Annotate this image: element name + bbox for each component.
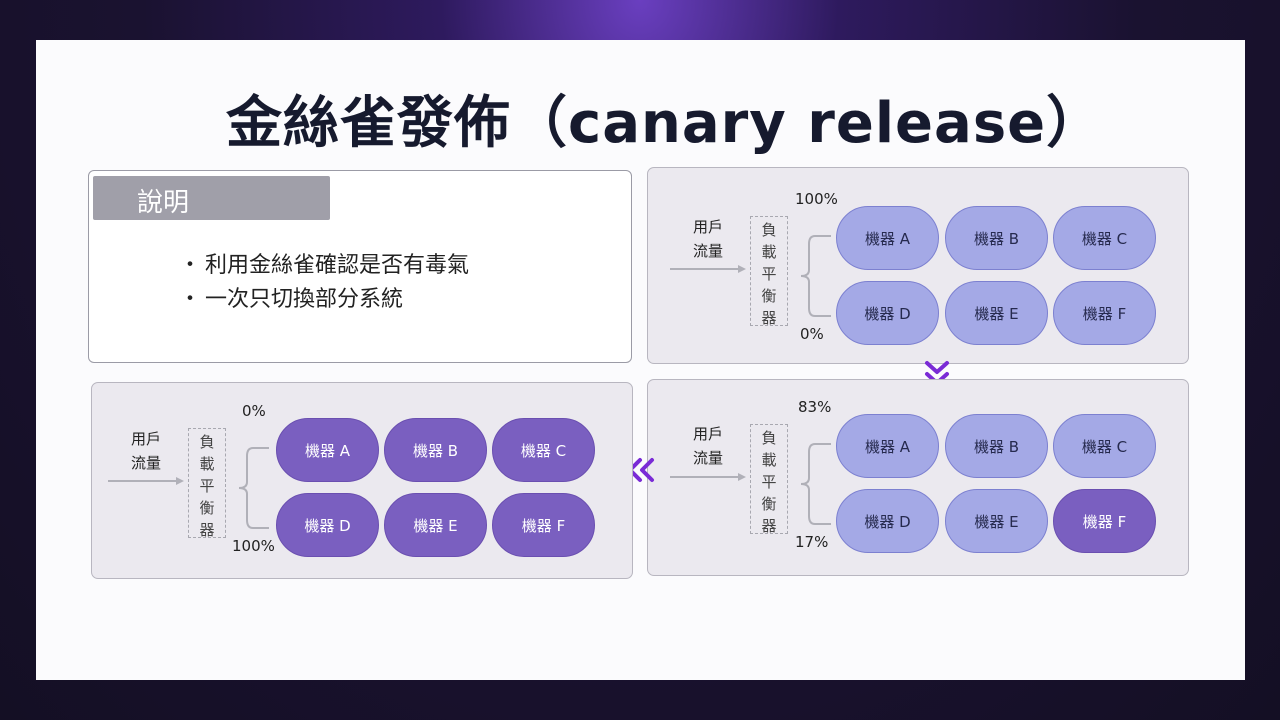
user-label-line2: 流量 bbox=[692, 449, 723, 467]
load-balancer: 負 載 平 衡 器 bbox=[188, 428, 226, 539]
machine: 機器 C bbox=[492, 418, 595, 482]
bullet-item: 一次只切換部分系統 bbox=[179, 283, 469, 317]
description-box: 說明 利用金絲雀確認是否有毒氣 一次只切換部分系統 bbox=[88, 170, 632, 363]
split-brace-icon bbox=[238, 447, 269, 529]
machine: 機器 C bbox=[1053, 414, 1156, 478]
user-traffic-label: 用戶 流量 bbox=[688, 215, 728, 263]
user-traffic-label: 用戶 流量 bbox=[126, 427, 166, 475]
lb-char: 負 bbox=[761, 221, 777, 239]
user-label-line2: 流量 bbox=[692, 242, 723, 260]
top-percentage: 0% bbox=[242, 402, 266, 420]
lb-char: 載 bbox=[761, 243, 777, 261]
machine: 機器 D bbox=[276, 493, 379, 557]
lb-char: 載 bbox=[199, 455, 215, 473]
slide-title: 金絲雀發佈（canary release） bbox=[226, 91, 1104, 156]
lb-char: 器 bbox=[199, 521, 215, 539]
machine: 機器 A bbox=[836, 414, 939, 478]
user-traffic-label: 用戶 流量 bbox=[688, 422, 728, 470]
machine: 機器 A bbox=[276, 418, 379, 482]
top-percentage: 83% bbox=[798, 398, 832, 416]
lb-char: 載 bbox=[761, 451, 777, 469]
description-header: 說明 bbox=[93, 176, 330, 220]
lb-char: 負 bbox=[199, 433, 215, 451]
bottom-percentage: 17% bbox=[795, 533, 829, 551]
machine: 機器 D bbox=[836, 281, 939, 345]
bullet-item: 利用金絲雀確認是否有毒氣 bbox=[179, 249, 469, 283]
machine: 機器 E bbox=[384, 493, 487, 557]
user-label-line1: 用戶 bbox=[692, 425, 723, 443]
description-bullets: 利用金絲雀確認是否有毒氣 一次只切換部分系統 bbox=[179, 249, 469, 317]
user-label-line1: 用戶 bbox=[692, 218, 723, 236]
split-brace-icon bbox=[800, 235, 831, 317]
machine: 機器 B bbox=[945, 414, 1048, 478]
description-header-label: 說明 bbox=[137, 188, 190, 218]
machine: 機器 A bbox=[836, 206, 939, 270]
top-percentage: 100% bbox=[795, 190, 838, 208]
bottom-percentage: 100% bbox=[232, 537, 275, 555]
lb-char: 器 bbox=[761, 309, 777, 327]
panel-step3: 用戶 流量 負 載 平 衡 器 0% 100% 機器 A 機器 B 機器 C 機… bbox=[91, 382, 633, 579]
traffic-arrow-icon bbox=[108, 477, 184, 485]
machine: 機器 C bbox=[1053, 206, 1156, 270]
lb-char: 平 bbox=[199, 477, 215, 495]
user-label-line1: 用戶 bbox=[130, 430, 161, 448]
traffic-arrow-icon bbox=[670, 473, 746, 481]
machine: 機器 E bbox=[945, 281, 1048, 345]
slide: 金絲雀發佈（canary release） 說明 利用金絲雀確認是否有毒氣 一次… bbox=[36, 40, 1245, 680]
machine: 機器 B bbox=[384, 418, 487, 482]
lb-char: 衡 bbox=[761, 287, 777, 305]
lb-char: 衡 bbox=[199, 499, 215, 517]
user-label-line2: 流量 bbox=[130, 454, 161, 472]
machine: 機器 B bbox=[945, 206, 1048, 270]
load-balancer: 負 載 平 衡 器 bbox=[750, 216, 788, 327]
load-balancer: 負 載 平 衡 器 bbox=[750, 424, 788, 535]
panel-step2: 用戶 流量 負 載 平 衡 器 83% 17% 機器 A 機器 B 機器 C 機… bbox=[647, 379, 1189, 576]
traffic-arrow-icon bbox=[670, 265, 746, 273]
machine: 機器 D bbox=[836, 489, 939, 553]
machine: 機器 F bbox=[492, 493, 595, 557]
split-brace-icon bbox=[800, 443, 831, 525]
lb-char: 器 bbox=[761, 517, 777, 535]
lb-char: 負 bbox=[761, 429, 777, 447]
lb-char: 平 bbox=[761, 265, 777, 283]
lb-char: 平 bbox=[761, 473, 777, 491]
lb-char: 衡 bbox=[761, 495, 777, 513]
machine: 機器 F bbox=[1053, 489, 1156, 553]
machine: 機器 E bbox=[945, 489, 1048, 553]
panel-step1: 用戶 流量 負 載 平 衡 器 100% 0% 機器 A 機器 B 機器 C 機… bbox=[647, 167, 1189, 364]
bottom-percentage: 0% bbox=[800, 325, 824, 343]
machine: 機器 F bbox=[1053, 281, 1156, 345]
